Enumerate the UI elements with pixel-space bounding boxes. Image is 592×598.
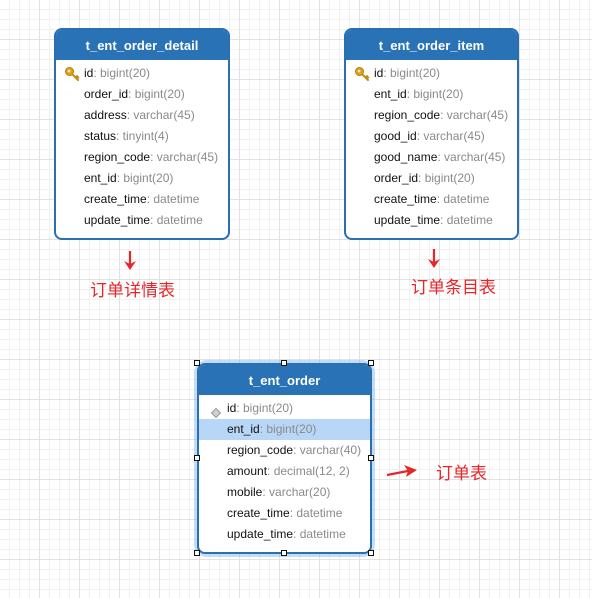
field-row[interactable]: create_time: datetime bbox=[199, 503, 370, 524]
field-type: : datetime bbox=[146, 192, 200, 206]
resize-handle-bottom-left[interactable] bbox=[194, 550, 200, 556]
field-row[interactable]: status: tinyint(4) bbox=[56, 126, 228, 147]
field-row[interactable]: good_name: varchar(45) bbox=[346, 147, 517, 168]
field-name: address bbox=[84, 108, 127, 122]
field-type: : bigint(20) bbox=[93, 66, 151, 80]
resize-handle-top-right[interactable] bbox=[368, 360, 374, 366]
field-name: ent_id bbox=[84, 171, 117, 185]
field-name: update_time bbox=[227, 527, 294, 541]
field-name: create_time bbox=[84, 192, 147, 206]
primary-key-icon bbox=[64, 66, 80, 82]
field-type: : bigint(20) bbox=[259, 422, 317, 436]
field-type: : datetime bbox=[440, 213, 493, 227]
field-row[interactable]: ent_id: bigint(20) bbox=[199, 419, 370, 440]
field-name: status bbox=[84, 129, 117, 143]
resize-handle-top[interactable] bbox=[281, 360, 287, 366]
field-type: : datetime bbox=[436, 192, 490, 206]
field-row[interactable]: region_code: varchar(45) bbox=[56, 147, 228, 168]
field-name: order_id bbox=[84, 87, 129, 101]
field-type: : bigint(20) bbox=[236, 401, 294, 415]
field-type: : datetime bbox=[150, 213, 203, 227]
field-name: region_code bbox=[84, 150, 151, 164]
resize-handle-top-left[interactable] bbox=[194, 360, 200, 366]
field-type: : bigint(20) bbox=[383, 66, 441, 80]
field-type: : varchar(45) bbox=[126, 108, 195, 122]
field-name: update_time bbox=[84, 213, 151, 227]
field-name: region_code bbox=[374, 108, 441, 122]
field-type: : tinyint(4) bbox=[116, 129, 169, 143]
resize-handle-right[interactable] bbox=[368, 455, 374, 461]
field-row[interactable]: region_code: varchar(40) bbox=[199, 440, 370, 461]
field-name: create_time bbox=[374, 192, 437, 206]
field-type: : datetime bbox=[289, 506, 343, 520]
diamond-key-icon bbox=[210, 404, 222, 419]
field-name: order_id bbox=[374, 171, 419, 185]
table-order-detail[interactable]: t_ent_order_detail id: bigint(20)order_i… bbox=[54, 28, 230, 240]
field-row[interactable]: order_id: bigint(20) bbox=[346, 168, 517, 189]
field-name: mobile bbox=[227, 485, 263, 499]
field-row[interactable]: good_id: varchar(45) bbox=[346, 126, 517, 147]
field-row[interactable]: update_time: datetime bbox=[346, 210, 517, 231]
field-type: : varchar(40) bbox=[293, 443, 362, 457]
field-row[interactable]: create_time: datetime bbox=[56, 189, 228, 210]
field-type: : varchar(45) bbox=[440, 108, 509, 122]
field-name: update_time bbox=[374, 213, 441, 227]
resize-handle-bottom[interactable] bbox=[281, 550, 287, 556]
table-order[interactable]: t_ent_order id: bigint(20)ent_id: bigint… bbox=[197, 363, 372, 554]
right-arrow-icon bbox=[386, 465, 417, 477]
field-row[interactable]: address: varchar(45) bbox=[56, 105, 228, 126]
field-type: : varchar(45) bbox=[437, 150, 506, 164]
field-type: : varchar(45) bbox=[416, 129, 485, 143]
field-row[interactable]: update_time: datetime bbox=[199, 524, 370, 545]
field-row[interactable]: id: bigint(20) bbox=[346, 63, 517, 84]
field-name: id bbox=[227, 401, 237, 415]
annotation-order-item: 订单条目表 bbox=[411, 278, 496, 298]
field-row[interactable]: mobile: varchar(20) bbox=[199, 482, 370, 503]
field-type: : bigint(20) bbox=[128, 87, 185, 101]
field-row[interactable]: update_time: datetime bbox=[56, 210, 228, 231]
field-list: id: bigint(20)ent_id: bigint(20)region_c… bbox=[199, 395, 370, 545]
field-type: : decimal(12, 2) bbox=[267, 464, 350, 478]
field-row[interactable]: amount: decimal(12, 2) bbox=[199, 461, 370, 482]
annotation-order: 订单表 bbox=[436, 464, 487, 484]
field-type: : bigint(20) bbox=[406, 87, 464, 101]
field-row[interactable]: order_id: bigint(20) bbox=[56, 84, 228, 105]
resize-handle-left[interactable] bbox=[194, 455, 200, 461]
table-title[interactable]: t_ent_order bbox=[199, 365, 370, 395]
field-name: good_name bbox=[374, 150, 438, 164]
field-name: id bbox=[84, 66, 94, 80]
table-title[interactable]: t_ent_order_detail bbox=[56, 30, 228, 60]
field-row[interactable]: id: bigint(20) bbox=[199, 398, 370, 419]
resize-handle-bottom-right[interactable] bbox=[368, 550, 374, 556]
field-type: : varchar(20) bbox=[262, 485, 331, 499]
field-name: ent_id bbox=[374, 87, 407, 101]
field-type: : bigint(20) bbox=[116, 171, 174, 185]
field-name: amount bbox=[227, 464, 268, 478]
table-title[interactable]: t_ent_order_item bbox=[346, 30, 517, 60]
table-order-item[interactable]: t_ent_order_item id: bigint(20)ent_id: b… bbox=[344, 28, 519, 240]
field-row[interactable]: ent_id: bigint(20) bbox=[56, 168, 228, 189]
field-type: : varchar(45) bbox=[150, 150, 219, 164]
primary-key-icon bbox=[354, 66, 370, 82]
down-arrow-icon bbox=[428, 249, 440, 268]
down-arrow-icon bbox=[124, 251, 136, 270]
field-row[interactable]: region_code: varchar(45) bbox=[346, 105, 517, 126]
field-list: id: bigint(20)ent_id: bigint(20)region_c… bbox=[346, 60, 517, 231]
field-row[interactable]: create_time: datetime bbox=[346, 189, 517, 210]
field-name: id bbox=[374, 66, 384, 80]
field-row[interactable]: id: bigint(20) bbox=[56, 63, 228, 84]
annotation-order-detail: 订单详情表 bbox=[90, 281, 175, 301]
field-name: good_id bbox=[374, 129, 417, 143]
field-name: region_code bbox=[227, 443, 294, 457]
field-row[interactable]: ent_id: bigint(20) bbox=[346, 84, 517, 105]
field-list: id: bigint(20)order_id: bigint(20)addres… bbox=[56, 60, 228, 231]
field-type: : datetime bbox=[293, 527, 346, 541]
field-name: create_time bbox=[227, 506, 290, 520]
field-type: : bigint(20) bbox=[418, 171, 475, 185]
field-name: ent_id bbox=[227, 422, 260, 436]
